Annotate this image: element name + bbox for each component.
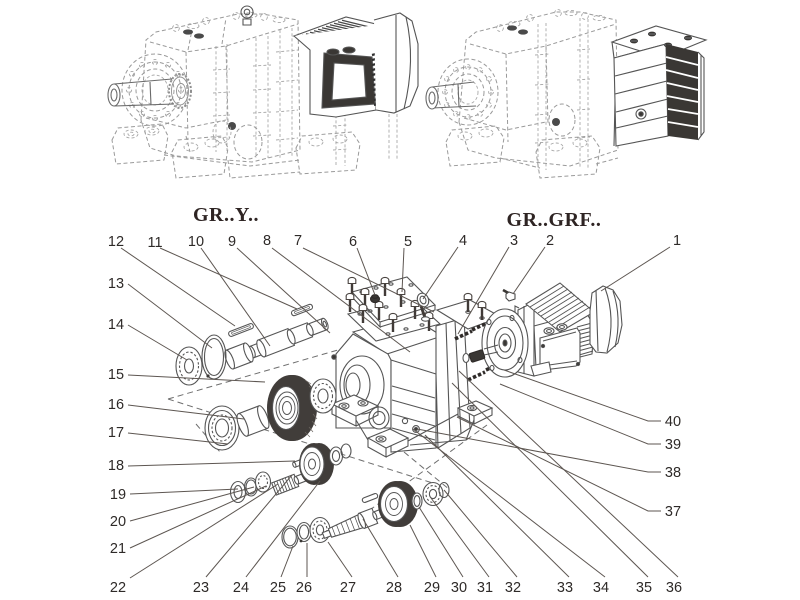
svg-text:27: 27 bbox=[340, 580, 356, 596]
svg-text:18: 18 bbox=[108, 458, 124, 474]
svg-text:24: 24 bbox=[233, 580, 249, 596]
svg-text:32: 32 bbox=[505, 580, 521, 596]
svg-text:6: 6 bbox=[349, 234, 357, 250]
svg-text:25: 25 bbox=[270, 580, 286, 596]
svg-text:30: 30 bbox=[451, 580, 467, 596]
svg-text:34: 34 bbox=[593, 580, 609, 596]
svg-text:11: 11 bbox=[147, 235, 162, 251]
svg-text:13: 13 bbox=[108, 276, 124, 292]
svg-text:36: 36 bbox=[666, 580, 682, 596]
svg-text:8: 8 bbox=[263, 233, 271, 249]
svg-text:17: 17 bbox=[108, 425, 124, 441]
svg-text:10: 10 bbox=[188, 234, 204, 250]
svg-text:15: 15 bbox=[108, 367, 124, 383]
svg-text:GR..Y..: GR..Y.. bbox=[193, 204, 259, 226]
svg-text:9: 9 bbox=[228, 234, 236, 250]
svg-text:5: 5 bbox=[404, 234, 412, 250]
svg-text:3: 3 bbox=[510, 233, 518, 249]
svg-text:1: 1 bbox=[673, 233, 681, 249]
svg-text:29: 29 bbox=[424, 580, 440, 596]
svg-text:4: 4 bbox=[459, 233, 467, 249]
svg-text:20: 20 bbox=[110, 514, 126, 530]
svg-text:12: 12 bbox=[108, 234, 124, 250]
svg-text:7: 7 bbox=[294, 233, 302, 249]
svg-text:37: 37 bbox=[665, 504, 681, 520]
svg-text:GR..GRF..: GR..GRF.. bbox=[507, 209, 602, 231]
svg-text:2: 2 bbox=[546, 233, 554, 249]
svg-text:28: 28 bbox=[386, 580, 402, 596]
svg-text:33: 33 bbox=[557, 580, 573, 596]
svg-text:16: 16 bbox=[108, 397, 124, 413]
svg-text:39: 39 bbox=[665, 437, 681, 453]
svg-text:26: 26 bbox=[296, 580, 312, 596]
svg-text:31: 31 bbox=[477, 580, 493, 596]
svg-text:40: 40 bbox=[665, 414, 681, 430]
svg-text:35: 35 bbox=[636, 580, 652, 596]
svg-text:21: 21 bbox=[110, 541, 126, 557]
svg-text:14: 14 bbox=[108, 317, 124, 333]
svg-text:23: 23 bbox=[193, 580, 209, 596]
svg-text:22: 22 bbox=[110, 580, 126, 596]
svg-text:38: 38 bbox=[665, 465, 681, 481]
svg-text:19: 19 bbox=[110, 487, 126, 503]
